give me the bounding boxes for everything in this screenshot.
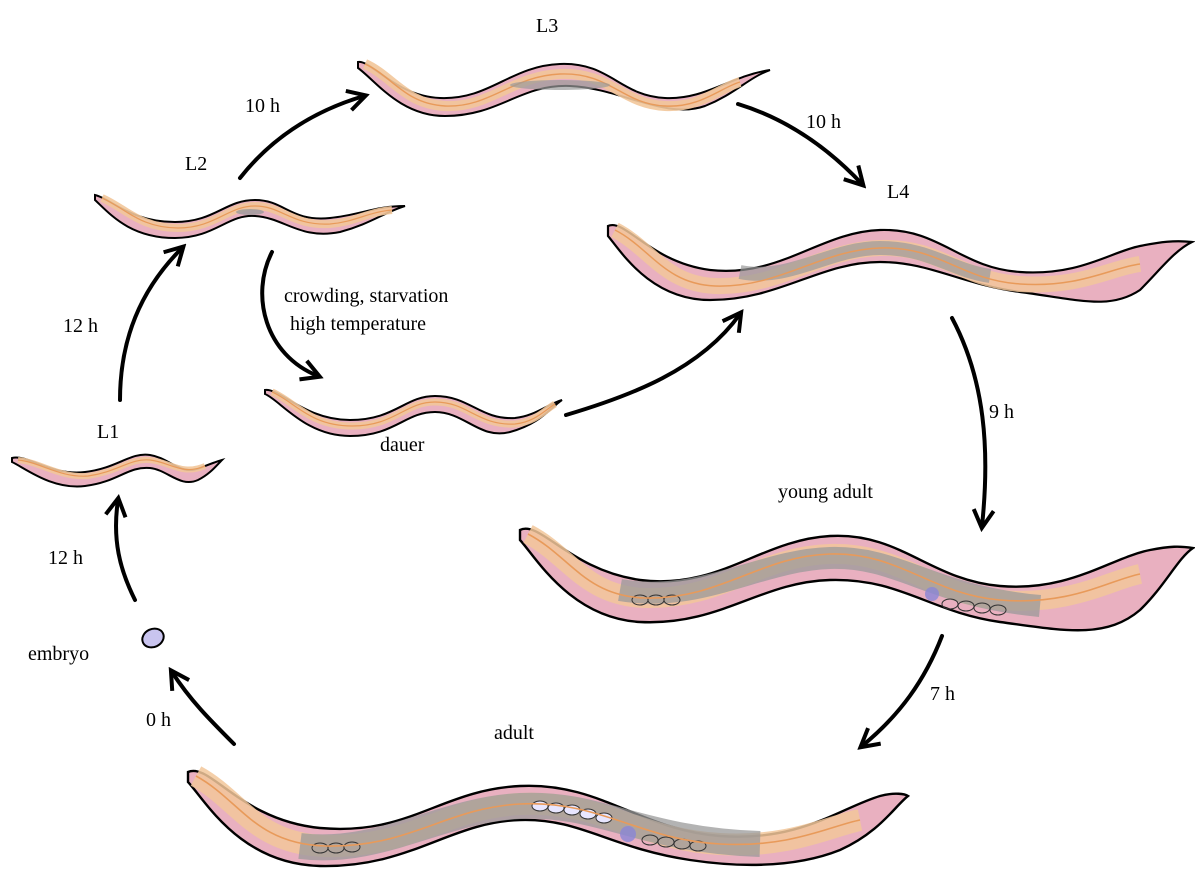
label-adult: adult [494,722,534,744]
label-l1: L1 [97,421,119,443]
arrow-dauer-to-l4 [566,314,740,415]
arrow-l4-to-young-adult [952,318,985,526]
duration-l3-to-l4: 10 h [806,111,841,133]
duration-l1-to-l2: 12 h [63,315,98,337]
duration-adult-to-embryo: 0 h [146,709,171,731]
arrow-adult-to-embryo [172,672,234,744]
worm-adult [188,771,908,866]
duration-l2-to-l3: 10 h [245,95,280,117]
embryo-egg [139,625,167,651]
worm-young-adult [520,529,1193,631]
dauer-condition-line-1: crowding, starvation [284,285,448,307]
arrow-l3-to-l4 [738,104,862,184]
duration-l4-to-young-adult: 9 h [989,401,1014,423]
label-l4: L4 [887,181,909,203]
worm-dauer [265,390,562,436]
arrow-embryo-to-l1 [116,500,135,600]
label-young-adult: young adult [778,481,873,503]
label-l2: L2 [185,153,207,175]
worm-l1 [12,455,222,487]
duration-embryo-to-l1: 12 h [48,547,83,569]
label-embryo: embryo [28,643,89,665]
dauer-condition-line-2: high temperature [290,313,426,335]
worm-l4 [608,225,1192,302]
label-dauer: dauer [380,434,425,456]
worm-l3 [358,62,770,116]
worm-l2 [95,195,405,238]
arrow-l1-to-l2 [120,248,182,400]
label-l3: L3 [536,15,558,37]
duration-young-adult-to-adult: 7 h [930,683,955,705]
